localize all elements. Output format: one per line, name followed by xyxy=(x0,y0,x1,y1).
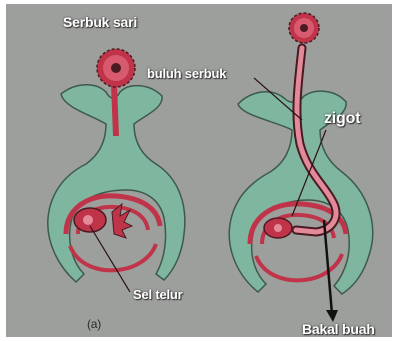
fertilization-diagram xyxy=(6,4,392,337)
left-pollen-grain xyxy=(97,49,135,87)
diagram-frame: Serbuk sari buluh serbuk zigot Sel telur… xyxy=(6,4,392,337)
left-pistil xyxy=(48,49,185,292)
label-zigot: zigot xyxy=(324,110,360,128)
label-panel-a: (a) xyxy=(87,317,101,331)
label-serbuk-sari: Serbuk sari xyxy=(63,14,137,30)
right-pistil xyxy=(229,13,372,322)
left-ovule-bottom-ring xyxy=(70,244,156,270)
label-sel-telur: Sel telur xyxy=(133,287,183,302)
right-zygote-nucleus xyxy=(274,224,282,232)
label-buluh-serbuk: buluh serbuk xyxy=(147,66,226,81)
left-style-canal xyxy=(114,84,116,136)
label-bakal-buah: Bakal buah xyxy=(302,321,375,337)
right-pollen-grain xyxy=(289,13,319,43)
left-egg-nucleus xyxy=(83,215,93,225)
